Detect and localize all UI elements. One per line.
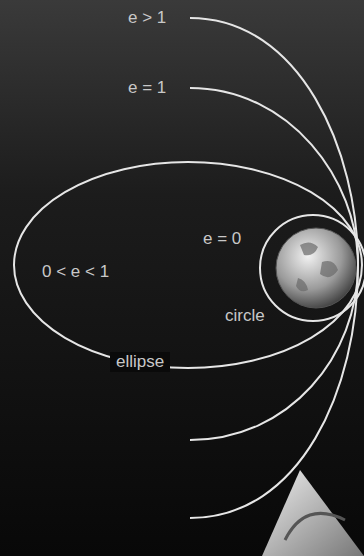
eccentricity-label: e = 0 bbox=[203, 229, 241, 249]
eccentricity-label: e = 1 bbox=[128, 78, 166, 98]
hyperbola-orbit bbox=[190, 18, 358, 518]
parabola-orbit bbox=[190, 88, 358, 440]
orbit-name: circle bbox=[225, 306, 265, 326]
eccentricity-label: e > 1 bbox=[128, 8, 166, 28]
earth bbox=[276, 228, 356, 308]
eccentricity-label: 0 < e < 1 bbox=[42, 262, 109, 282]
earth-continents bbox=[296, 242, 338, 291]
orbit-name: ellipse bbox=[110, 352, 170, 372]
logo-triangle bbox=[262, 470, 364, 556]
ellipse-orbit bbox=[14, 162, 362, 368]
logo-swoosh bbox=[285, 513, 345, 540]
circle-orbit bbox=[260, 215, 364, 321]
